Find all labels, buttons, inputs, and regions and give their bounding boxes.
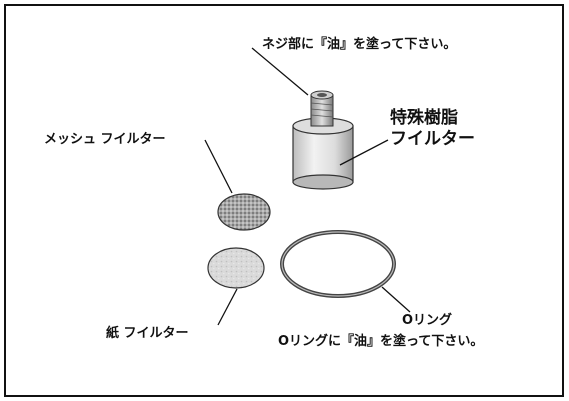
oring-label: Oリング xyxy=(402,313,453,328)
mesh-leader-line xyxy=(204,139,233,194)
o-ring xyxy=(280,230,396,298)
paper-leader-line xyxy=(217,288,238,326)
paper-filter-label: 紙 フイルター xyxy=(106,326,189,341)
resin-filter-label: 特殊樹脂 フイルター xyxy=(390,108,475,150)
mesh-filter-disc xyxy=(217,193,271,231)
resin-filter-body xyxy=(292,117,354,190)
screw-oil-note: ネジ部に『油』を塗って下さい。 xyxy=(262,37,457,52)
resin-filter-label-line2: フイルター xyxy=(390,129,475,149)
screw-part xyxy=(310,90,334,127)
paper-filter-disc xyxy=(207,247,265,289)
screw-leader-line xyxy=(251,47,309,96)
resin-leader-line xyxy=(339,139,389,166)
mesh-filter-label: メッシュ フイルター xyxy=(44,132,166,147)
oring-oil-note: Oリングに『油』を塗って下さい。 xyxy=(278,334,484,349)
diagram-frame xyxy=(4,4,564,397)
resin-filter-label-line1: 特殊樹脂 xyxy=(390,108,458,128)
oring-leader-line xyxy=(381,286,411,313)
